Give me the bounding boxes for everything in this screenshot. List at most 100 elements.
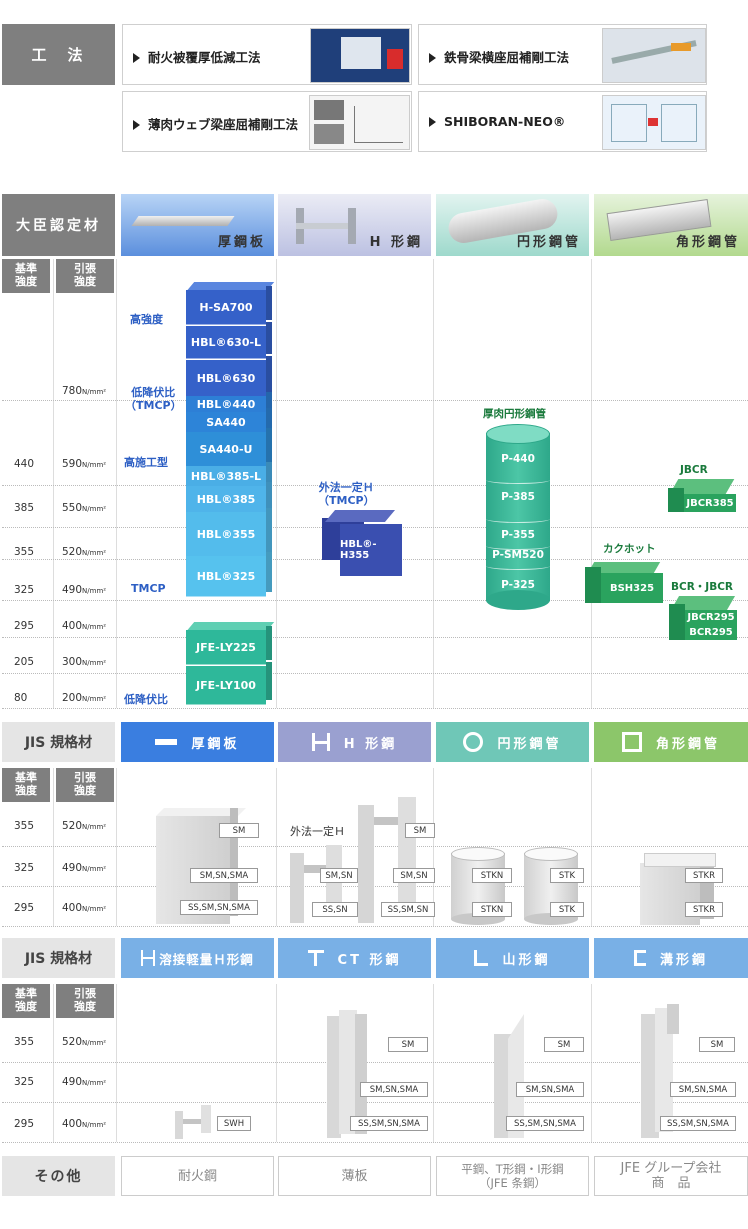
tensile-value: 400 bbox=[62, 1118, 83, 1130]
col-h-label: H 形鋼 bbox=[369, 235, 423, 250]
jis1-square-label-2: STKR bbox=[685, 902, 723, 917]
koho-item-3[interactable]: 薄肉ウェブ梁座屈補剛工法 bbox=[122, 91, 412, 152]
tag-jbcr: JBCR bbox=[680, 464, 708, 476]
others-item-fireproof[interactable]: 耐火鋼 bbox=[121, 1156, 274, 1196]
plate-block-side bbox=[266, 428, 272, 462]
tensile-value: 520 bbox=[62, 820, 83, 832]
jis2-channel-shape bbox=[641, 1004, 685, 1138]
h-block-top bbox=[324, 510, 396, 522]
row-base-strength: 295 bbox=[14, 1118, 35, 1130]
tensile-unit: N/mm² bbox=[82, 505, 107, 513]
row-base-strength: 325 bbox=[14, 584, 35, 596]
jis2-col-ct: CT 形鋼 bbox=[278, 938, 431, 978]
plate-block: JFE-LY100 bbox=[186, 666, 266, 705]
plate-block-side bbox=[266, 662, 272, 700]
jis1-h-label-1: SM,SN bbox=[320, 868, 358, 883]
jis1-h-label-3: SM bbox=[405, 823, 435, 838]
koho-item-label: SHIBORAN-NEO® bbox=[444, 114, 566, 129]
pipe-block: P-SM520 bbox=[492, 549, 544, 561]
jis2-col-angle: 山形鋼 bbox=[436, 938, 589, 978]
koho-thumbnail bbox=[602, 28, 706, 83]
koho-item-label: 薄肉ウェブ梁座屈補剛工法 bbox=[148, 117, 299, 132]
base-strength-header: 基準 強度 bbox=[2, 259, 50, 293]
square-block: BCR295 bbox=[685, 624, 737, 640]
koho-header: 工 法 bbox=[2, 24, 115, 85]
col-square-label: 角形鋼管 bbox=[675, 235, 740, 250]
plate-block: HBL®355 bbox=[186, 512, 266, 557]
row-base-strength: 355 bbox=[14, 820, 35, 832]
h-beam-icon bbox=[311, 733, 330, 751]
others-item-group[interactable]: JFE グループ会社 商 品 bbox=[594, 1156, 748, 1196]
jis1-col-h: H 形鋼 bbox=[278, 722, 431, 762]
jis2-channel-label-1: SM bbox=[699, 1037, 735, 1052]
tensile-value: 590 bbox=[62, 458, 83, 470]
row-base-strength: 205 bbox=[14, 656, 35, 668]
row-base-strength: 355 bbox=[14, 1036, 35, 1048]
square-block: BSH325 bbox=[601, 573, 663, 603]
jis2-channel-label-2: SM,SN,SMA bbox=[670, 1082, 736, 1097]
pipe-divider bbox=[486, 476, 550, 484]
square-block-side bbox=[585, 567, 601, 603]
tag-high-workability: 高施工型 bbox=[124, 456, 168, 469]
col-pipe-label: 円形鋼管 bbox=[516, 235, 581, 250]
plate-block-side bbox=[266, 482, 272, 508]
plate-block-side bbox=[266, 408, 272, 428]
jis2-label: JIS 規格材 bbox=[24, 951, 93, 967]
square-block: JBCR295 bbox=[685, 610, 737, 624]
others-item-sheet[interactable]: 薄板 bbox=[278, 1156, 431, 1196]
koho-item-1[interactable]: 耐火被覆厚低減工法 bbox=[122, 24, 412, 85]
jis2-angle-label-1: SM bbox=[544, 1037, 584, 1052]
jis2-tensile-strength-header: 引張 強度 bbox=[56, 984, 114, 1018]
plate-block: HBL®385 bbox=[186, 486, 266, 513]
row-base-strength: 385 bbox=[14, 502, 35, 514]
plate-block: JFE-LY225 bbox=[186, 630, 266, 665]
col-pipe-header: 円形鋼管 bbox=[436, 194, 589, 256]
daijin-header: 大臣認定材 bbox=[2, 194, 115, 256]
koho-item-label: 耐火被覆厚低減工法 bbox=[148, 50, 261, 65]
plate-block: H-SA700 bbox=[186, 290, 266, 325]
tag-bcr-jbcr: BCR・JBCR bbox=[671, 581, 733, 593]
square-block-side bbox=[669, 618, 685, 640]
tensile-value: 550 bbox=[62, 502, 83, 514]
circle-icon bbox=[463, 732, 484, 752]
tensile-unit: N/mm² bbox=[82, 865, 107, 873]
tag-tmcp: TMCP bbox=[131, 582, 166, 595]
row-tensile-strength: 590N/mm² bbox=[62, 458, 106, 470]
t-shape-icon bbox=[307, 950, 324, 966]
tensile-value: 520 bbox=[62, 546, 83, 558]
pipe-divider bbox=[486, 562, 550, 570]
pipe-bottom bbox=[486, 590, 550, 610]
jis2-ct-label-3: SS,SM,SN,SMA bbox=[350, 1116, 428, 1131]
jis1-plate-label-1: SM bbox=[219, 823, 259, 838]
row-tensile-strength: 550N/mm² bbox=[62, 502, 106, 514]
tensile-unit: N/mm² bbox=[82, 823, 107, 831]
koho-thumbnail bbox=[602, 95, 706, 150]
pipe-block: P-385 bbox=[501, 491, 535, 503]
jis1-h-shape-large bbox=[358, 797, 430, 923]
pipe-block: P-440 bbox=[501, 453, 535, 465]
jis2-channel-label-3: SS,SM,SN,SMA bbox=[660, 1116, 736, 1131]
tensile-strength-header: 引張 強度 bbox=[56, 259, 114, 293]
square-block: JBCR385 bbox=[684, 494, 736, 512]
daijin-label: 大臣認定材 bbox=[16, 218, 101, 234]
jis1-label: JIS 規格材 bbox=[24, 735, 93, 751]
plate-block: HBL®325 bbox=[186, 556, 266, 597]
col-plate-header: 厚鋼板 bbox=[121, 194, 274, 256]
tensile-unit: N/mm² bbox=[82, 549, 107, 557]
koho-item-2[interactable]: 鉄骨梁横座屈補剛工法 bbox=[418, 24, 707, 85]
koho-item-4[interactable]: SHIBORAN-NEO® bbox=[418, 91, 707, 152]
tensile-value: 520 bbox=[62, 1036, 83, 1048]
jis1-plate-label-3: SS,SM,SN,SMA bbox=[180, 900, 258, 915]
row-tensile-strength: 520N/mm² bbox=[62, 1036, 106, 1048]
row-tensile-strength: 300N/mm² bbox=[62, 656, 106, 668]
jis2-light-h-label: SWH bbox=[217, 1116, 251, 1131]
row-tensile-strength: 400N/mm² bbox=[62, 902, 106, 914]
tensile-unit: N/mm² bbox=[82, 623, 107, 631]
tag-thick-pipe: 厚肉円形鋼管 bbox=[483, 408, 546, 420]
others-item-flat-bar[interactable]: 平鋼、T形鋼・I形鋼 （JFE 条鋼） bbox=[436, 1156, 589, 1196]
jis1-col-plate: 厚鋼板 bbox=[121, 722, 274, 762]
tensile-unit: N/mm² bbox=[82, 1079, 107, 1087]
channel-icon bbox=[633, 950, 646, 966]
h-beam-icon bbox=[296, 208, 356, 244]
plate-block: SA440 bbox=[186, 412, 266, 433]
